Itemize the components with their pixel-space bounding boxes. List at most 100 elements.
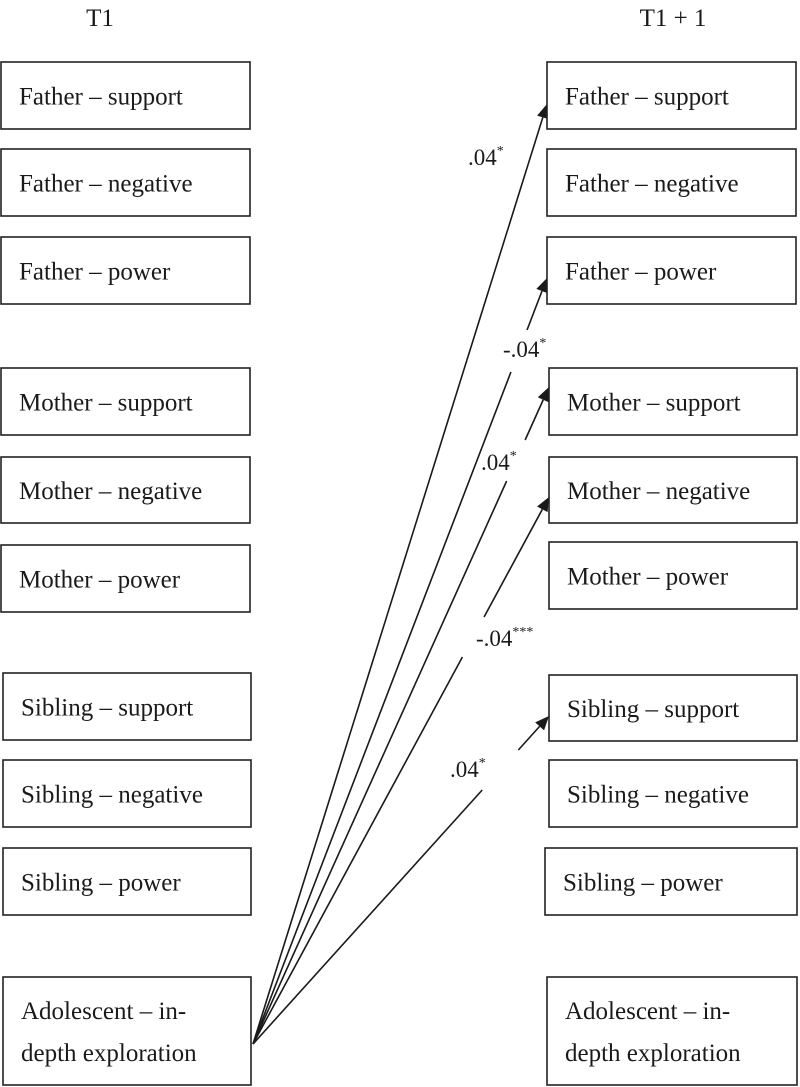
box-outline xyxy=(548,759,798,828)
box-label: Sibling – power xyxy=(563,870,723,897)
box-label: Sibling – support xyxy=(567,696,739,723)
path-arrow xyxy=(252,716,549,1045)
box-label: Father – support xyxy=(565,84,729,111)
box-label: Father – support xyxy=(19,84,183,111)
box-label: Father – power xyxy=(19,259,171,286)
box-label: Father – power xyxy=(565,259,717,286)
box-label: Mother – support xyxy=(19,390,193,417)
t1plus1-father-negative-box: Father – negative xyxy=(546,148,797,217)
box-label: Mother – support xyxy=(567,390,741,417)
t1-sibling-power-box: Sibling – power xyxy=(2,847,252,916)
coefficient-value: -.04 xyxy=(503,337,540,362)
box-outline xyxy=(544,847,798,916)
t1plus1-adolescent-box: Adolescent – in-depth exploration xyxy=(546,976,798,1086)
coefficient-value: -.04 xyxy=(476,626,513,651)
path-arrow xyxy=(252,497,549,1045)
significance-stars: * xyxy=(510,449,517,464)
box-outline xyxy=(546,148,797,217)
box-label: Sibling – negative xyxy=(567,782,749,809)
coefficient-value: .04 xyxy=(468,145,497,170)
box-label: Sibling – support xyxy=(21,695,193,722)
path-coefficient: -.04*** xyxy=(476,625,533,651)
box-label: Mother – negative xyxy=(567,478,750,505)
box-outline xyxy=(548,367,798,436)
box-outline xyxy=(0,236,251,305)
t1-mother-support-box: Mother – support xyxy=(0,367,251,436)
box-outline xyxy=(546,61,797,130)
path-line-upper xyxy=(524,399,544,441)
significance-stars: * xyxy=(479,756,486,771)
t1-mother-power-box: Mother – power xyxy=(0,544,251,613)
arrowhead-icon xyxy=(537,387,549,403)
path-line-lower xyxy=(252,656,464,1045)
path-line-lower xyxy=(252,789,483,1045)
t1-father-support-box: Father – support xyxy=(0,61,251,130)
t1plus1-father-support-box: Father – support xyxy=(546,61,797,130)
box-outline xyxy=(2,672,252,741)
box-outline xyxy=(0,148,251,217)
box-label: Sibling – power xyxy=(21,870,181,897)
significance-stars: *** xyxy=(512,625,533,640)
box-label: depth exploration xyxy=(21,1040,197,1067)
box-outline xyxy=(546,976,798,1086)
box-outline xyxy=(548,674,798,742)
box-label: Mother – negative xyxy=(19,478,202,505)
t1plus1-sibling-negative-box: Sibling – negative xyxy=(548,759,798,828)
t1-father-power-box: Father – power xyxy=(0,236,251,305)
box-label: depth exploration xyxy=(565,1040,741,1067)
arrowhead-icon xyxy=(535,716,549,731)
box-outline xyxy=(0,367,251,436)
coefficient-value: .04 xyxy=(481,450,510,475)
path-arrow xyxy=(252,104,549,1045)
path-arrow xyxy=(252,278,548,1045)
header-t1: T1 xyxy=(86,5,114,32)
box-outline xyxy=(546,236,797,305)
t1-sibling-negative-box: Sibling – negative xyxy=(2,759,252,828)
arrowhead-icon xyxy=(537,497,549,513)
path-coefficient: .04* xyxy=(481,449,517,475)
box-label: Father – negative xyxy=(565,171,739,198)
box-label: Mother – power xyxy=(567,564,729,591)
path-coefficient: -.04* xyxy=(503,336,546,362)
arrowhead-icon xyxy=(537,104,549,120)
box-outline xyxy=(2,976,252,1086)
box-label: Adolescent – in- xyxy=(21,998,186,1025)
box-outline xyxy=(0,61,251,130)
t1-mother-negative-box: Mother – negative xyxy=(0,456,251,524)
box-label: Father – negative xyxy=(19,171,193,198)
t1plus1-mother-negative-box: Mother – negative xyxy=(548,456,798,524)
arrowhead-icon xyxy=(536,278,548,294)
coefficient-value: .04 xyxy=(450,757,479,782)
t1plus1-sibling-support-box: Sibling – support xyxy=(548,674,798,742)
path-line-upper xyxy=(483,508,544,618)
box-outline xyxy=(2,847,252,916)
t1-adolescent-box: Adolescent – in-depth exploration xyxy=(2,976,252,1086)
header-t1-plus-1: T1 + 1 xyxy=(640,5,707,32)
path-coefficient: .04* xyxy=(450,756,486,782)
box-label: Mother – power xyxy=(19,567,181,594)
box-outline xyxy=(2,759,252,828)
box-outline xyxy=(548,541,798,610)
path-line-lower xyxy=(252,480,508,1045)
box-outline xyxy=(548,456,798,524)
path-line-lower xyxy=(252,371,512,1045)
t1plus1-mother-support-box: Mother – support xyxy=(548,367,798,436)
path-line-upper xyxy=(526,290,543,331)
t1plus1-sibling-power-box: Sibling – power xyxy=(544,847,798,916)
significance-stars: * xyxy=(497,144,504,159)
box-outline xyxy=(0,456,251,524)
path-arrow xyxy=(252,387,549,1045)
t1-father-negative-box: Father – negative xyxy=(0,148,251,217)
path-coefficient: .04* xyxy=(468,144,504,170)
box-label: Adolescent – in- xyxy=(565,998,730,1025)
path-line-upper xyxy=(517,725,541,751)
significance-stars: * xyxy=(539,336,546,351)
t1-sibling-support-box: Sibling – support xyxy=(2,672,252,741)
t1plus1-mother-power-box: Mother – power xyxy=(548,541,798,610)
path-line-lower xyxy=(252,139,537,1045)
box-label: Sibling – negative xyxy=(21,782,203,809)
box-outline xyxy=(0,544,251,613)
t1plus1-father-power-box: Father – power xyxy=(546,236,797,305)
path-line-upper xyxy=(534,117,544,141)
